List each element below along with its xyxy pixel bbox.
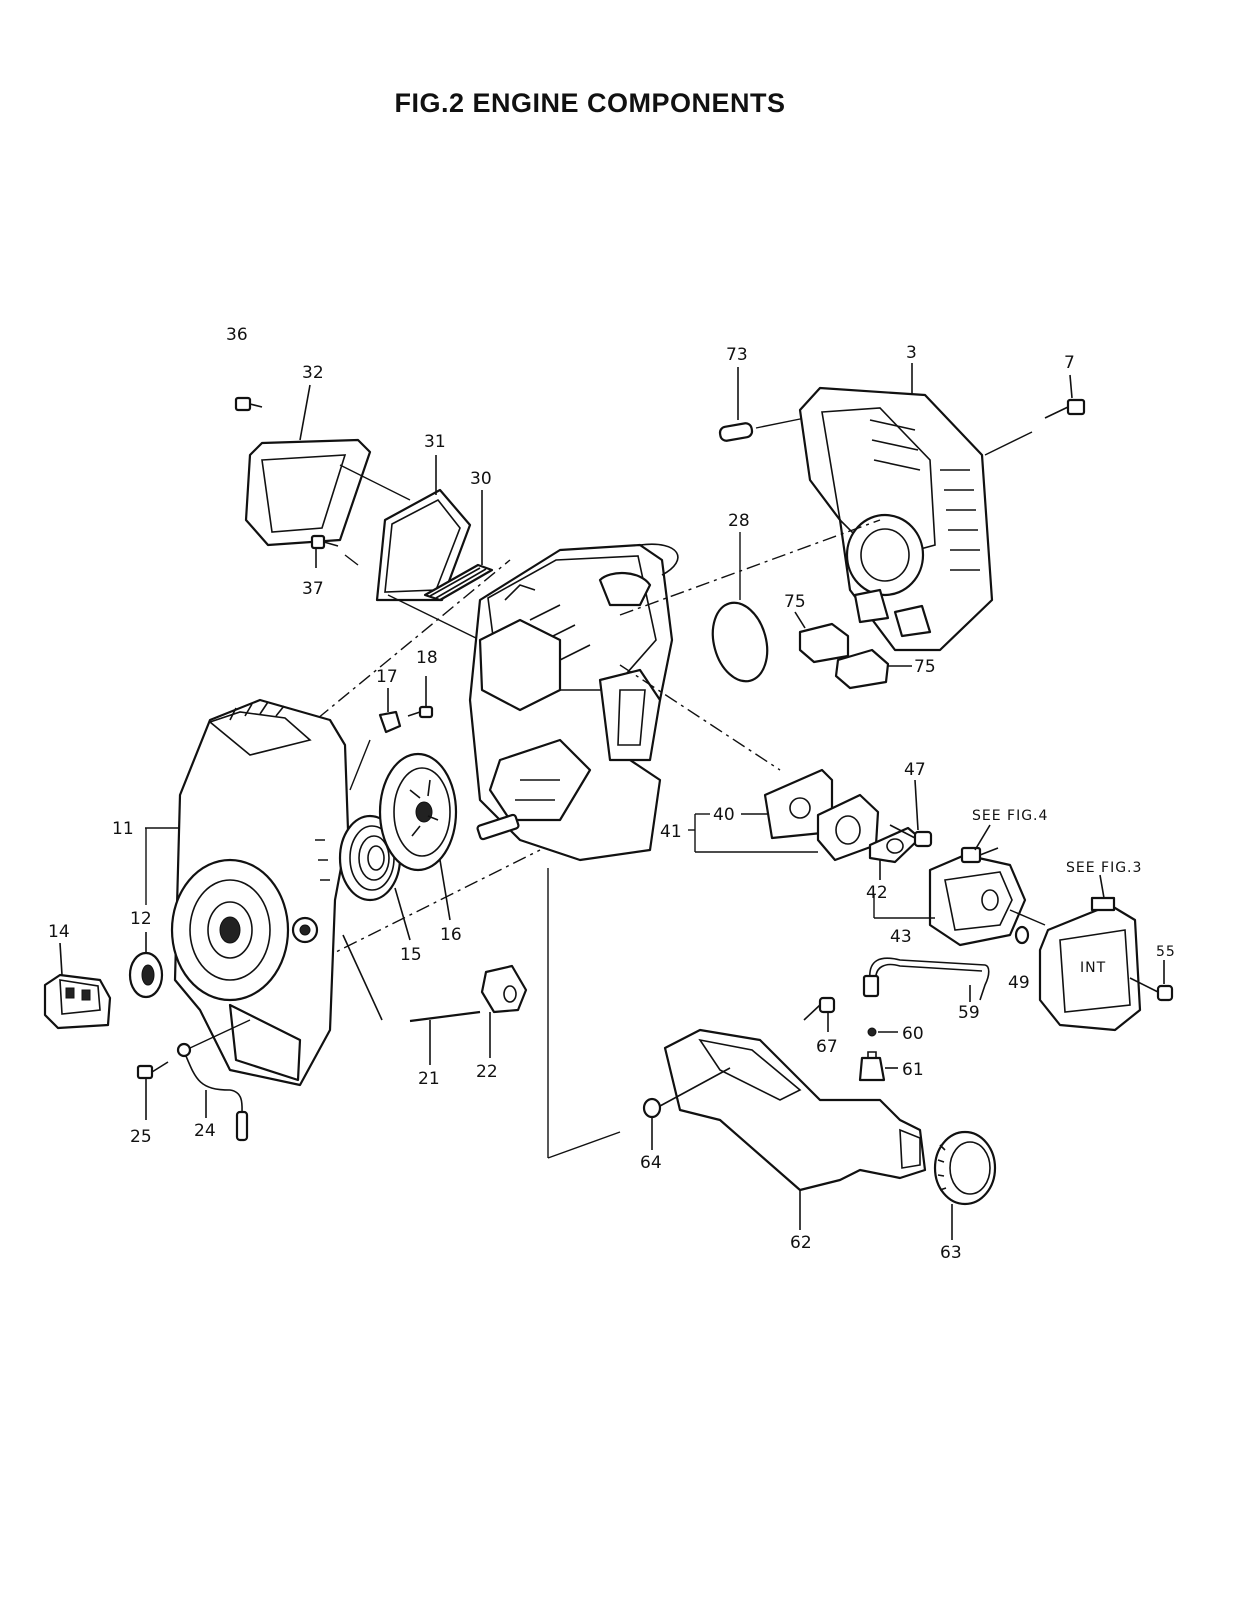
gasket-40	[763, 768, 834, 840]
callout-7: 7	[1064, 353, 1075, 373]
callout-14: 14	[48, 922, 70, 942]
callout-22: 22	[476, 1062, 498, 1082]
callout-61: 61	[902, 1060, 924, 1080]
engine-block	[468, 543, 679, 862]
callout-49: 49	[1008, 973, 1030, 993]
callout-11: 11	[112, 819, 134, 839]
callout-59: 59	[958, 1003, 980, 1023]
callout-18: 18	[416, 648, 438, 668]
pin-73	[718, 367, 754, 442]
callout-36: 36	[226, 325, 248, 345]
muffler-int-marking: INT	[1080, 960, 1106, 976]
callout-24: 24	[194, 1121, 216, 1141]
bolt-7	[1044, 374, 1086, 419]
bearing-12	[128, 932, 164, 999]
callout-40: 40	[713, 805, 735, 825]
callout-15: 15	[400, 945, 422, 965]
callout-42: 42	[866, 883, 888, 903]
callout-63: 63	[940, 1243, 962, 1263]
callout-75-upper: 75	[784, 592, 806, 612]
clip-17	[378, 688, 402, 734]
filter-60	[867, 1027, 898, 1037]
callout-55: 55	[1156, 944, 1176, 960]
grommet-64	[642, 1067, 731, 1150]
callout-16: 16	[440, 925, 462, 945]
bolt-67	[803, 996, 836, 1032]
bolt-55	[1129, 960, 1174, 1002]
callout-21: 21	[418, 1069, 440, 1089]
pads-75	[794, 611, 912, 690]
callout-37: 37	[302, 579, 324, 599]
muffler-assembly: INT	[1038, 874, 1142, 1032]
ground-wire-24	[176, 1042, 249, 1142]
fuel-pipe-59	[862, 957, 990, 1002]
starter-housing-11	[170, 698, 350, 1087]
callout-32: 32	[302, 363, 324, 383]
screw-25	[136, 1061, 169, 1120]
bolt-36	[234, 396, 263, 412]
gasket-31	[375, 455, 472, 602]
see-fig-4-reference: SEE FIG.4	[972, 808, 1048, 824]
fuel-tank-62	[663, 1028, 927, 1230]
callout-43: 43	[890, 927, 912, 947]
fuel-cap-63	[933, 1130, 997, 1240]
starter-handle-22	[480, 964, 528, 1058]
callout-17: 17	[376, 667, 398, 687]
air-cleaner-cover-32	[244, 384, 372, 547]
callout-25: 25	[130, 1127, 152, 1147]
bolt-47	[889, 779, 933, 848]
callout-73: 73	[726, 345, 748, 365]
carburetor-43	[928, 824, 1027, 947]
gasket-28	[711, 601, 769, 683]
callout-41: 41	[660, 822, 682, 842]
diagram-title: FIG.2 ENGINE COMPONENTS	[394, 88, 786, 118]
see-fig-3-reference: SEE FIG.3	[1066, 860, 1142, 876]
cylinder-cover-3	[798, 363, 994, 652]
ignition-coil-14	[43, 942, 112, 1030]
fuel-filter-61	[858, 1051, 898, 1082]
screw-18	[407, 676, 434, 719]
callout-60: 60	[902, 1024, 924, 1044]
bolt-37	[310, 534, 339, 568]
filter-element-30	[423, 490, 494, 602]
callout-67: 67	[816, 1037, 838, 1057]
callout-47: 47	[904, 760, 926, 780]
callout-64: 64	[640, 1153, 662, 1173]
callout-30: 30	[470, 469, 492, 489]
o-ring-49	[1014, 925, 1030, 945]
callout-28: 28	[728, 511, 750, 531]
callout-12: 12	[130, 909, 152, 929]
callout-3: 3	[906, 343, 917, 363]
callout-31: 31	[424, 432, 446, 452]
callout-75-lower: 75	[914, 657, 936, 677]
pulley-16	[378, 752, 458, 921]
callout-62: 62	[790, 1233, 812, 1253]
starter-rope-21	[342, 934, 481, 1065]
